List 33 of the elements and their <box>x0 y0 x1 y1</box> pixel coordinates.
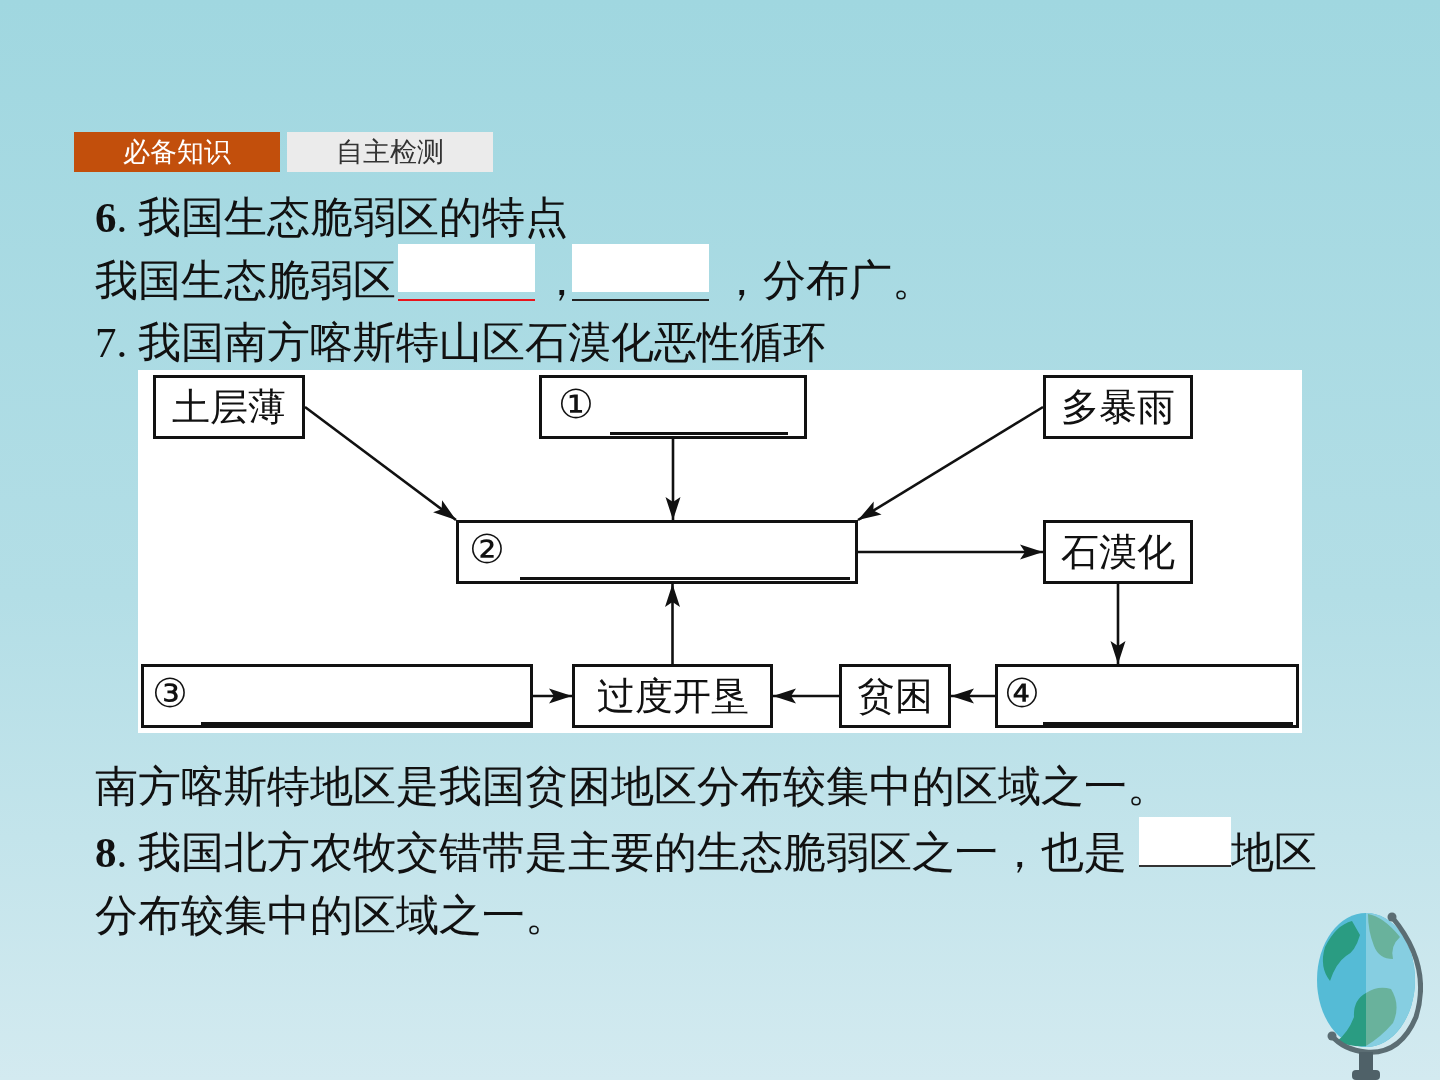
arrow <box>665 439 681 520</box>
body-text: 地区 <box>1231 827 1317 877</box>
body-text: 南方喀斯特地区是我国贫困地区分布较集中的区域之一。 <box>95 761 1170 811</box>
body-text: ， <box>540 255 572 305</box>
process-box <box>141 664 533 728</box>
process-box: 石漠化 <box>1043 520 1193 584</box>
body-text: 我国生态脆弱区 <box>95 255 396 305</box>
arrow <box>533 688 572 704</box>
circled-number: ① <box>558 381 594 429</box>
arrow <box>304 405 457 522</box>
process-box <box>456 520 858 584</box>
process-box: 贫困 <box>839 664 951 728</box>
arrow <box>857 405 1044 522</box>
arrow <box>665 584 680 664</box>
circled-number: ② <box>469 526 505 574</box>
arrow <box>858 544 1043 560</box>
body-text: ，分布广。 <box>720 255 935 305</box>
circled-number: ③ <box>152 670 188 718</box>
process-box <box>539 375 807 439</box>
process-box: 土层薄 <box>153 375 305 439</box>
arrow <box>951 688 995 704</box>
process-box <box>995 664 1299 728</box>
section-heading: 6. 我国生态脆弱区的特点 <box>95 193 568 243</box>
arrow <box>1110 584 1126 664</box>
process-box: 过度开垦 <box>572 664 773 728</box>
section-heading: 7. 我国南方喀斯特山区石漠化恶性循环 <box>95 318 826 368</box>
process-box: 多暴雨 <box>1043 375 1193 439</box>
arrow <box>773 688 839 704</box>
active-tab: 必备知识 <box>74 132 280 172</box>
body-text: 8. 我国北方农牧交错带是主要的生态脆弱区之一，也是 <box>95 829 1127 876</box>
tab: 自主检测 <box>287 132 493 172</box>
body-text: 分布较集中的区域之一。 <box>95 890 568 940</box>
circled-number: ④ <box>1004 670 1040 718</box>
